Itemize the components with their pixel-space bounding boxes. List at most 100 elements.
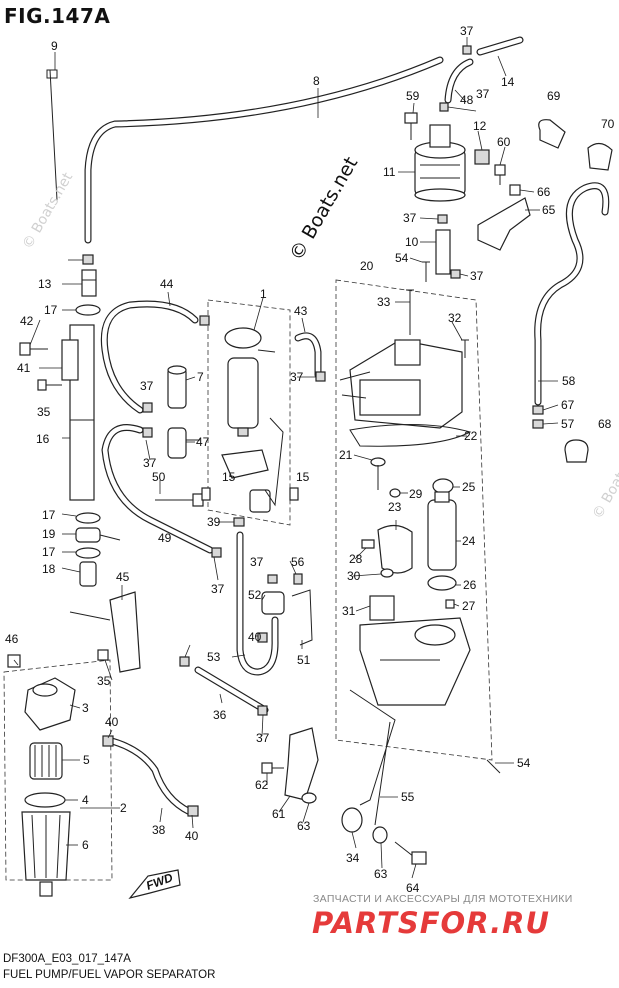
screw-27 xyxy=(445,599,455,609)
callout-17: 17 xyxy=(42,508,56,522)
bolt-59 xyxy=(404,112,418,140)
callout-56: 56 xyxy=(291,555,305,569)
callout-40: 40 xyxy=(105,715,119,729)
fwd-arrow-icon: FWD xyxy=(128,869,181,900)
callout-19: 19 xyxy=(42,527,56,541)
clamp-37-f xyxy=(142,427,153,438)
callout-14: 14 xyxy=(501,75,515,89)
bracket-31 xyxy=(369,595,395,621)
bolt-18 xyxy=(79,561,97,587)
bracket-61 xyxy=(284,727,319,801)
screw-54-top xyxy=(422,261,430,282)
callout-40: 40 xyxy=(185,829,199,843)
stay-55 xyxy=(349,689,396,826)
callout-35: 35 xyxy=(37,405,51,419)
callout-62: 62 xyxy=(255,778,269,792)
callout-18: 18 xyxy=(42,562,56,576)
cover-23 xyxy=(377,524,413,574)
callout-4: 4 xyxy=(82,793,89,807)
screw-33 xyxy=(406,289,414,335)
callout-37: 37 xyxy=(470,269,484,283)
hose-8 xyxy=(84,56,444,244)
callout-numbers: 9 8 37 14 48 37 59 12 60 69 70 11 66 65 … xyxy=(5,24,615,895)
grommet-63-b xyxy=(372,826,388,844)
callout-28: 28 xyxy=(349,552,363,566)
pipe-14 xyxy=(476,36,524,56)
clip-67 xyxy=(532,405,544,415)
grommet-63-a xyxy=(301,792,317,804)
separator-bowl xyxy=(359,617,471,706)
callout-32: 32 xyxy=(448,311,462,325)
callout-39: 39 xyxy=(207,515,221,529)
callout-65: 65 xyxy=(542,203,556,217)
watermark-faint-right: © Boats.net xyxy=(590,440,619,522)
separator-assembly-outline xyxy=(335,279,493,761)
clamp-37-h xyxy=(315,371,326,382)
clamp-37-52 xyxy=(267,574,278,584)
grommet-34 xyxy=(341,807,363,833)
clamp-57 xyxy=(532,419,544,429)
bracket-45 xyxy=(109,591,141,673)
callout-37: 37 xyxy=(403,211,417,225)
fuel-pump-assembly-outline xyxy=(207,299,291,526)
hose-43 xyxy=(294,332,322,379)
clamp-37-top xyxy=(462,45,472,55)
callout-29: 29 xyxy=(409,487,423,501)
callout-60: 60 xyxy=(497,135,511,149)
pump-bracket-15 xyxy=(201,449,299,513)
callout-44: 44 xyxy=(160,277,174,291)
hose-53 xyxy=(236,531,279,676)
callout-37: 37 xyxy=(143,456,157,470)
vapor-separator-11 xyxy=(414,124,466,202)
callout-68: 68 xyxy=(598,417,612,431)
clamp-37-c xyxy=(437,214,448,224)
callout-46: 46 xyxy=(5,632,19,646)
callout-51: 51 xyxy=(297,653,311,667)
callout-37: 37 xyxy=(476,87,490,101)
bolt-42 xyxy=(19,342,48,356)
callout-37: 37 xyxy=(256,731,270,745)
clamp-37-e xyxy=(142,402,153,413)
clip-69 xyxy=(538,119,566,149)
hose-44 xyxy=(100,300,199,414)
fuel-pump-24 xyxy=(427,491,457,571)
callout-58: 58 xyxy=(562,374,576,388)
callout-38: 38 xyxy=(152,823,166,837)
callout-40: 40 xyxy=(248,630,262,644)
leader-45-bracket xyxy=(69,611,111,621)
tube-10 xyxy=(435,229,451,275)
cable-tie-9 xyxy=(46,69,58,201)
callout-8: 8 xyxy=(313,74,320,88)
callout-35: 35 xyxy=(97,674,111,688)
watermark-main: © Boats.net xyxy=(285,153,362,264)
callout-2: 2 xyxy=(120,801,127,815)
bolt-46 xyxy=(7,654,21,668)
clamp-40-a xyxy=(257,632,268,643)
callout-37: 37 xyxy=(290,370,304,384)
clamp-39 xyxy=(233,517,245,527)
filter-cup-6 xyxy=(21,811,71,897)
cap-68 xyxy=(564,439,589,463)
hose-48 xyxy=(444,58,474,104)
bracket-65 xyxy=(477,197,531,251)
o-ring-4 xyxy=(24,792,66,808)
callout-41: 41 xyxy=(17,361,31,375)
callout-33: 33 xyxy=(377,295,391,309)
callout-23: 23 xyxy=(388,500,402,514)
figure-title: FIG.147A xyxy=(4,4,111,28)
fuel-pump-1 xyxy=(224,327,276,437)
callout-37: 37 xyxy=(140,379,154,393)
callout-37: 37 xyxy=(250,555,264,569)
hose-58 xyxy=(534,182,610,406)
callout-13: 13 xyxy=(38,277,52,291)
clamp-37-36b xyxy=(257,705,268,716)
bolt-35-b xyxy=(97,649,109,661)
washer-29 xyxy=(389,488,401,498)
callout-12: 12 xyxy=(473,119,487,133)
callout-9: 9 xyxy=(51,39,58,53)
callout-67: 67 xyxy=(561,398,575,412)
callout-16: 16 xyxy=(36,432,50,446)
clamp-37-d xyxy=(450,269,461,279)
bolt-66 xyxy=(509,184,521,196)
callout-42: 42 xyxy=(20,314,34,328)
